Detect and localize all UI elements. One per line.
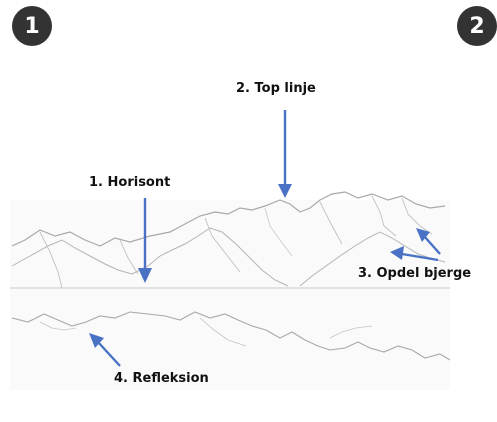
mountain-divide-7 [264, 207, 293, 257]
mountain-divide-3 [204, 217, 241, 273]
arrow-split-lower [390, 246, 439, 262]
reflection-ridge [11, 311, 451, 361]
mountain-divide-2 [119, 239, 139, 275]
mountain-ridge [11, 191, 446, 247]
arrow-horizon [138, 198, 152, 283]
split-mountains-label: 3. Opdel bjerge [358, 266, 472, 281]
paper-area [10, 200, 450, 390]
step-2-badge: 2 [457, 6, 497, 46]
mountain-divide-1 [39, 231, 63, 289]
mountain-front-right [299, 231, 446, 287]
step-1-badge: 1 [12, 6, 52, 46]
mountain-divide-5 [371, 195, 397, 237]
reflection-detail-2 [199, 317, 247, 347]
mountain-sketch [10, 110, 451, 390]
reflection-label: 4. Refleksion [114, 371, 209, 386]
reflection-detail-3 [329, 325, 373, 339]
reflection-detail-1 [39, 321, 77, 331]
mountain-front-left [11, 227, 289, 287]
mountain-divide-4 [319, 201, 343, 245]
top-line-label: 2. Top linje [236, 81, 316, 96]
arrow-top-line [278, 110, 292, 198]
arrow-split-upper [416, 228, 441, 255]
arrow-reflection [89, 333, 121, 367]
horizon-label: 1. Horisont [89, 175, 171, 190]
mountain-divide-6 [401, 197, 433, 235]
